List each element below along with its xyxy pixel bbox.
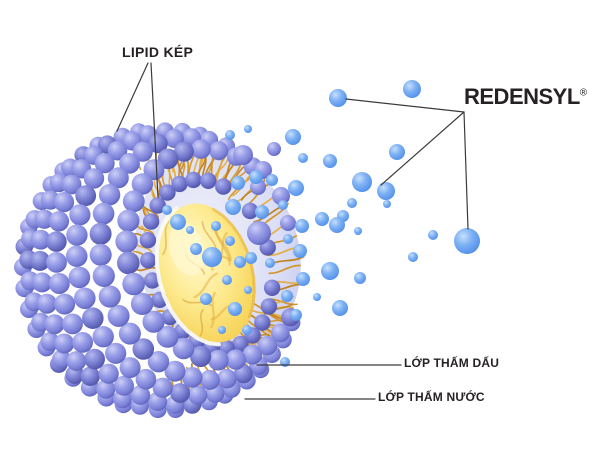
redensyl-particles xyxy=(162,80,480,367)
label-lipid-bilayer: LIPID KÉP xyxy=(122,44,194,60)
redensyl-droplet xyxy=(255,205,269,219)
lipid-sphere xyxy=(280,215,296,231)
redensyl-droplet xyxy=(408,252,418,262)
redensyl-droplet xyxy=(225,236,235,246)
redensyl-droplet xyxy=(244,286,252,294)
label-water-layer: LỚP THẤM NƯỚC xyxy=(378,390,485,404)
redensyl-droplet xyxy=(265,258,275,268)
redensyl-droplet xyxy=(295,219,309,233)
lipid-sphere xyxy=(233,145,253,165)
outer-lipid-layer xyxy=(14,122,301,419)
redensyl-droplet xyxy=(162,205,172,215)
redensyl-droplet xyxy=(244,125,252,133)
redensyl-droplet xyxy=(225,130,235,140)
redensyl-droplet xyxy=(377,182,395,200)
redensyl-droplet xyxy=(285,129,301,145)
redensyl-droplet xyxy=(352,172,372,192)
redensyl-droplet xyxy=(202,247,222,267)
label-oil-layer: LỚP THẤM DẤU xyxy=(404,356,500,370)
redensyl-droplet xyxy=(313,293,321,301)
redensyl-droplet xyxy=(290,309,302,321)
redensyl-droplet xyxy=(283,234,293,244)
redensyl-droplet xyxy=(218,326,226,334)
redensyl-droplet xyxy=(234,256,246,268)
redensyl-droplet xyxy=(231,176,245,190)
liposome xyxy=(14,122,305,419)
redensyl-droplet xyxy=(186,226,194,234)
redensyl-droplet xyxy=(329,89,347,107)
redensyl-droplet xyxy=(347,198,357,208)
redensyl-droplet xyxy=(389,144,405,160)
redensyl-droplet xyxy=(225,199,241,215)
redensyl-droplet xyxy=(245,252,257,264)
label-redensyl: REDENSYL® xyxy=(464,84,587,110)
redensyl-droplet xyxy=(403,80,421,98)
redensyl-droplet xyxy=(298,153,308,163)
redensyl-droplet xyxy=(249,170,263,184)
registered-mark-icon: ® xyxy=(579,87,588,99)
leader-lines xyxy=(116,62,469,400)
redensyl-droplet xyxy=(321,262,339,280)
redensyl-droplet xyxy=(293,244,307,258)
lipid-sphere xyxy=(272,187,290,205)
redensyl-droplet xyxy=(428,230,438,240)
redensyl-droplet xyxy=(332,300,348,316)
redensyl-droplet xyxy=(383,200,391,208)
redensyl-droplet xyxy=(211,221,221,231)
redensyl-droplet xyxy=(278,200,288,210)
redensyl-droplet xyxy=(323,154,337,168)
redensyl-droplet xyxy=(200,293,212,305)
redensyl-droplet xyxy=(170,214,186,230)
core-cut-edge xyxy=(154,206,221,347)
core-highlight xyxy=(168,222,205,276)
redensyl-droplet xyxy=(281,290,293,302)
lipid-sphere xyxy=(247,221,271,245)
redensyl-droplet xyxy=(354,272,366,284)
lipid-sphere xyxy=(267,142,281,156)
redensyl-droplet xyxy=(266,174,278,186)
redensyl-droplet xyxy=(315,212,329,226)
redensyl-droplet xyxy=(228,302,242,316)
redensyl-droplet xyxy=(242,325,252,335)
redensyl-droplet xyxy=(222,275,232,285)
redensyl-droplet xyxy=(296,272,310,286)
redensyl-droplet xyxy=(329,217,345,233)
redensyl-droplet xyxy=(454,228,480,254)
brand-text: REDENSYL xyxy=(464,84,580,109)
redensyl-droplet xyxy=(354,227,362,235)
redensyl-droplet xyxy=(190,243,202,255)
redensyl-droplet xyxy=(288,180,304,196)
